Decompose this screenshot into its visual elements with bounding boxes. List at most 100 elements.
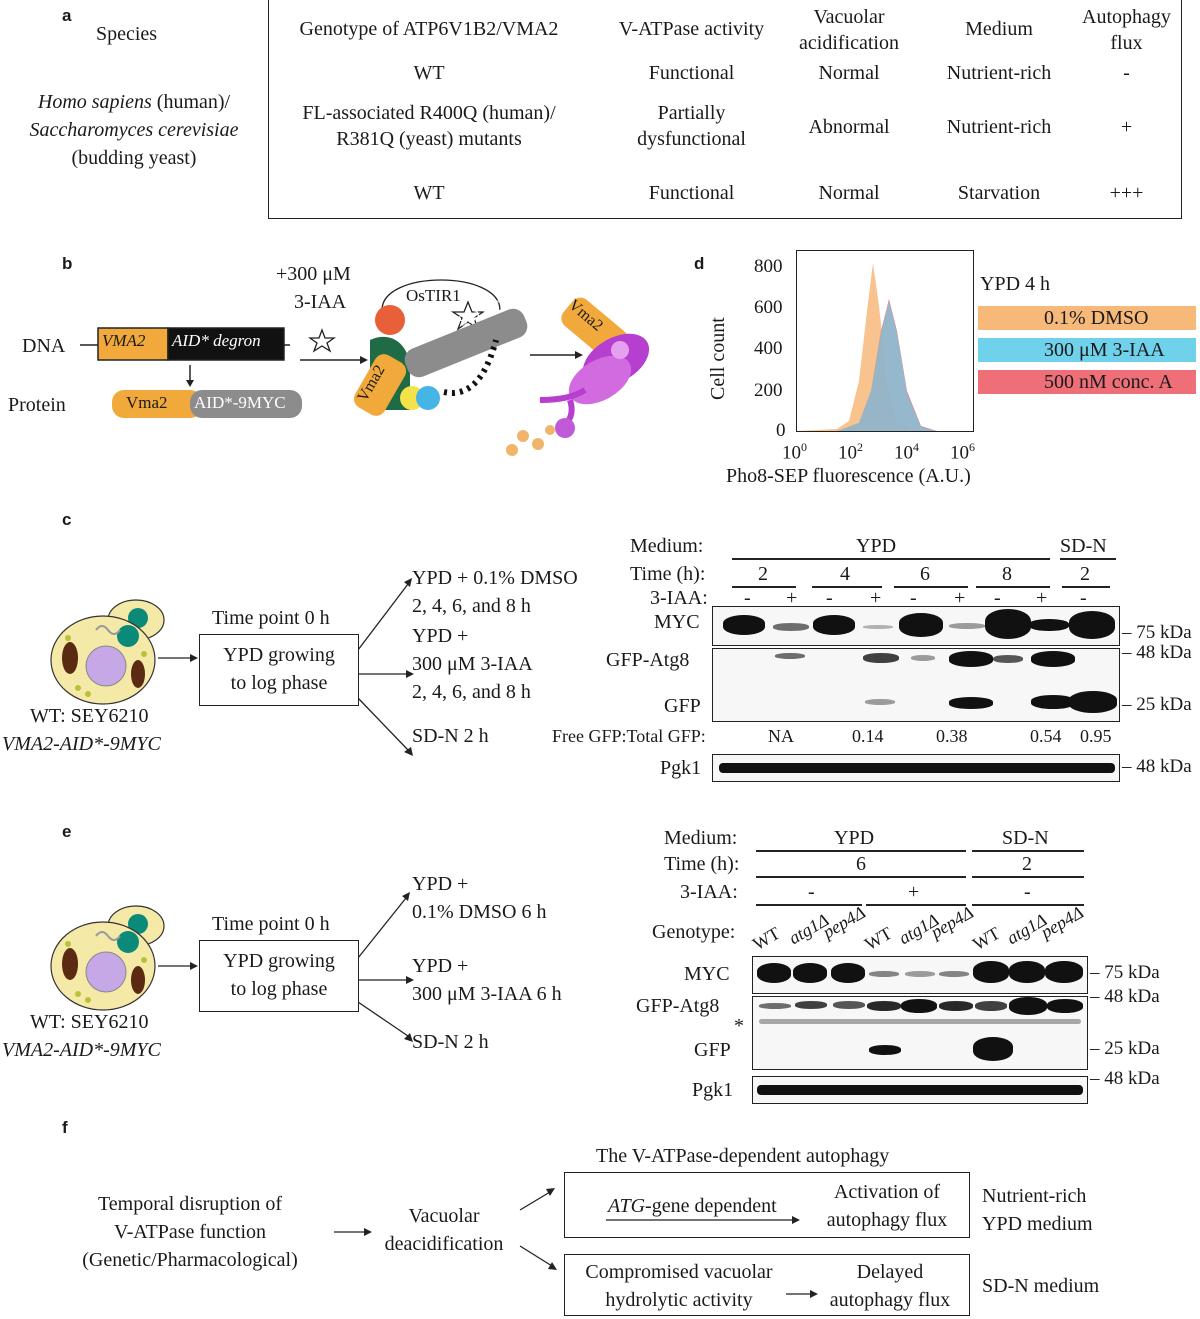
e-medium-label: Medium: [664, 827, 738, 849]
legend-label: 0.1% DMSO [1044, 307, 1149, 329]
f-top-box [564, 1172, 970, 1238]
e-marker: – 48 kDa [1090, 986, 1160, 1007]
c-time-underline [812, 586, 882, 588]
e-time-label: Time (h): [664, 853, 740, 875]
e-iaa-underline [866, 904, 966, 906]
e-pgk1-blot [752, 1076, 1088, 1104]
f-arrows [334, 1188, 792, 1270]
c-time-underline [1062, 586, 1110, 588]
e-sdn-underline [972, 850, 1084, 852]
c-marker: – 75 kDa [1122, 622, 1192, 643]
protein-label: Protein [8, 394, 66, 416]
c-flow-arrows [158, 578, 414, 756]
c-iaa-sign: - [910, 587, 917, 609]
c-ypd-underline [732, 558, 1050, 560]
c-iaa-sign: - [744, 587, 751, 609]
table-cell: - [1123, 62, 1130, 84]
e-arm2-line1: YPD + [412, 955, 469, 977]
f-top-right-line1: Activation of [833, 1181, 941, 1203]
f-start-line1: Temporal disruption of [97, 1193, 283, 1215]
c-myc-blot [712, 606, 1120, 646]
treatment-line1: +300 μM [276, 263, 351, 285]
c-time-label: Time (h): [630, 563, 706, 585]
c-pgk1-blot [712, 754, 1120, 782]
f-start-line3: (Genetic/Pharmacological) [82, 1249, 298, 1271]
c-iaa-sign: - [1080, 587, 1087, 609]
e-gfp-blot [752, 996, 1088, 1070]
e-genotype: pep4Δ [1037, 902, 1087, 943]
c-arm2-line2: 300 μM 3-IAA [412, 653, 533, 675]
c-time-underline [732, 586, 796, 588]
c-ratio: 0.14 [852, 726, 884, 746]
table-cell: Starvation [957, 182, 1041, 204]
c-ratio: NA [768, 726, 794, 746]
panel-label-a: a [62, 6, 72, 25]
e-iaa-underline [756, 904, 862, 906]
d-ytick: 600 [754, 297, 783, 318]
table-header: Medium [965, 18, 1033, 40]
c-arm2-line3: 2, 4, 6, and 8 h [412, 681, 531, 703]
e-iaa-underline [972, 904, 1084, 906]
e-ypd-underline [756, 850, 966, 852]
table-cell: Normal [818, 62, 880, 84]
c-marker: – 25 kDa [1122, 694, 1192, 715]
c-iaa-sign: + [954, 587, 966, 609]
c-row-label: Pgk1 [660, 757, 702, 779]
panel-label-d: d [694, 254, 705, 273]
e-medium-sdn: SD-N [1002, 827, 1049, 849]
e-arm1-line1: YPD + [412, 873, 469, 895]
table-header: Vacuolar acidification [799, 6, 899, 54]
c-gfp-blot [712, 648, 1120, 722]
table-header: V-ATPase activity [618, 18, 765, 40]
e-marker: – 25 kDa [1090, 1038, 1160, 1059]
d-title: YPD 4 h [980, 273, 1051, 295]
e-time-point: Time point 0 h [212, 913, 330, 935]
dna-label: DNA [22, 335, 66, 357]
c-iaa-sign: - [994, 587, 1001, 609]
table-header: Genotype of ATP6V1B2/VMA2 [299, 18, 559, 40]
c-ratio: 0.95 [1080, 726, 1112, 746]
panel-label-b: b [62, 254, 73, 273]
d-ytick: 800 [754, 256, 783, 277]
e-genotype: WT [861, 922, 896, 955]
e-iaa-sign: + [908, 881, 920, 903]
table-header: Autophagy flux [1082, 6, 1171, 54]
c-row-label: MYC [654, 611, 700, 633]
e-row-label: GFP-Atg8 [636, 995, 720, 1017]
f-top-medium-line1: Nutrient-rich [982, 1185, 1087, 1207]
e-time-underline [972, 876, 1084, 878]
table-cell: FL-associated R400Q (human)/ R381Q (yeas… [302, 102, 556, 150]
e-genotype: WT [749, 922, 784, 955]
e-growth-box: YPD growing to log phase [199, 940, 359, 1012]
histogram-plot [796, 250, 974, 432]
table-cell: Normal [818, 182, 880, 204]
c-iaa-sign: + [870, 587, 882, 609]
yeast-cell-icon [50, 599, 165, 705]
f-bot-medium: SD-N medium [982, 1275, 1100, 1297]
table-cell: WT [413, 62, 445, 84]
c-row-label: GFP-Atg8 [606, 649, 690, 671]
e-medium-ypd: YPD [834, 827, 875, 849]
d-ytick: 200 [754, 380, 783, 401]
vma2-gene-label: VMA2 [102, 331, 146, 350]
c-arm1-line1: YPD + 0.1% DMSO [412, 567, 578, 589]
protein-tag-label: AID*-9MYC [194, 393, 286, 412]
table-cell: +++ [1109, 182, 1144, 204]
c-time: 2 [758, 563, 768, 585]
f-mid-line1: Vacuolar [408, 1205, 480, 1227]
c-iaa-label: 3-IAA: [650, 587, 708, 609]
e-box-line1: YPD growing [223, 950, 335, 972]
e-iaa-label: 3-IAA: [680, 881, 738, 903]
e-genotype: WT [969, 922, 1004, 955]
e-cell-line1: WT: SEY6210 [30, 1011, 149, 1033]
panel-label-c: c [62, 510, 72, 529]
f-top-inner-arrow [606, 1216, 800, 1224]
d-ytick: 0 [776, 420, 786, 441]
table-cell: Nutrient-rich [946, 116, 1052, 138]
c-time: 6 [920, 563, 930, 585]
d-xtick: 102 [838, 440, 863, 464]
degron-label: AID* degron [172, 331, 261, 350]
c-time-underline [894, 586, 968, 588]
legend-dmso [978, 306, 1196, 330]
f-top-medium-line2: YPD medium [982, 1213, 1093, 1235]
